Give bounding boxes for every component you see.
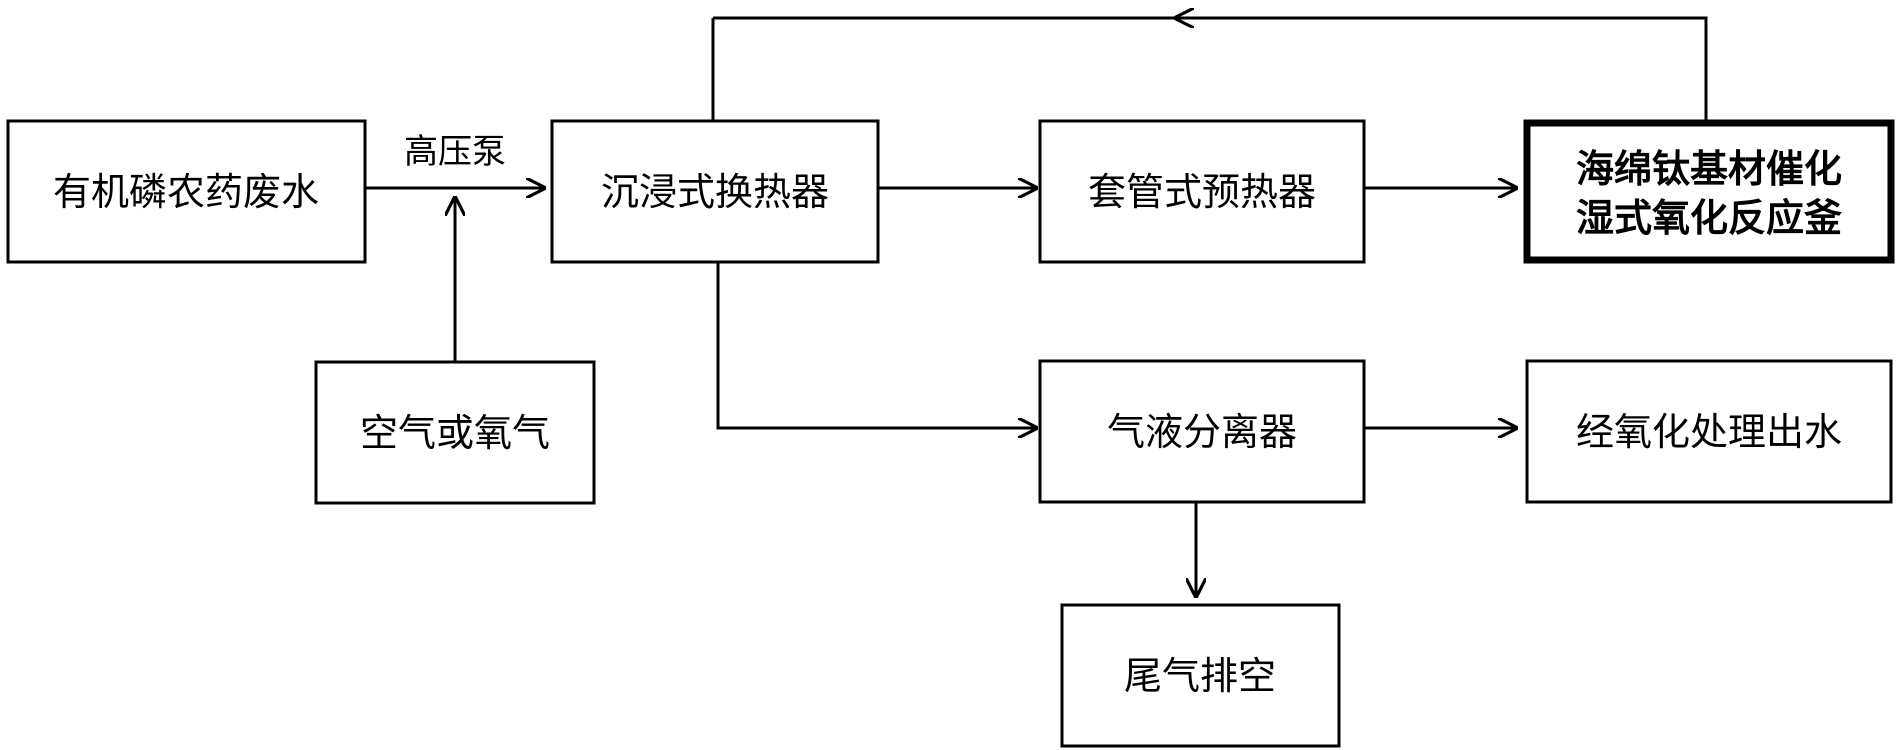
box-tube-preheater-label: 套管式预热器 bbox=[1088, 170, 1316, 214]
box-wastewater: 有机磷农药废水 bbox=[6, 119, 367, 264]
box-immersed-heat-exchanger: 沉浸式换热器 bbox=[550, 119, 880, 264]
box-gas-liquid-separator: 气液分离器 bbox=[1038, 359, 1366, 504]
box-wastewater-label: 有机磷农药废水 bbox=[53, 170, 319, 214]
box-gas-liquid-separator-label: 气液分离器 bbox=[1107, 410, 1297, 454]
connectors bbox=[365, 16, 1708, 596]
box-reactor-label-line2: 湿式氧化反应釜 bbox=[1576, 196, 1842, 240]
box-tail-gas-vent: 尾气排空 bbox=[1060, 603, 1341, 748]
high-pressure-pump-label: 高压泵 bbox=[404, 132, 506, 172]
box-air-oxygen: 空气或氧气 bbox=[314, 360, 596, 505]
box-reactor-label-line1: 海绵钛基材催化 bbox=[1576, 147, 1842, 191]
box-air-oxygen-label: 空气或氧气 bbox=[360, 411, 550, 455]
box-treated-effluent-label: 经氧化处理出水 bbox=[1576, 410, 1842, 454]
box-catalytic-wet-oxidation-reactor: 海绵钛基材催化 湿式氧化反应釜 bbox=[1523, 119, 1895, 264]
arrow-reactor-recycle-to-exchanger bbox=[1188, 16, 1708, 121]
box-tail-gas-vent-label: 尾气排空 bbox=[1124, 654, 1276, 698]
box-immersed-heat-exchanger-label: 沉浸式换热器 bbox=[601, 170, 829, 214]
arrow-exchanger-to-separator bbox=[716, 262, 1036, 428]
box-treated-effluent: 经氧化处理出水 bbox=[1525, 359, 1893, 504]
box-tube-preheater: 套管式预热器 bbox=[1038, 119, 1366, 264]
